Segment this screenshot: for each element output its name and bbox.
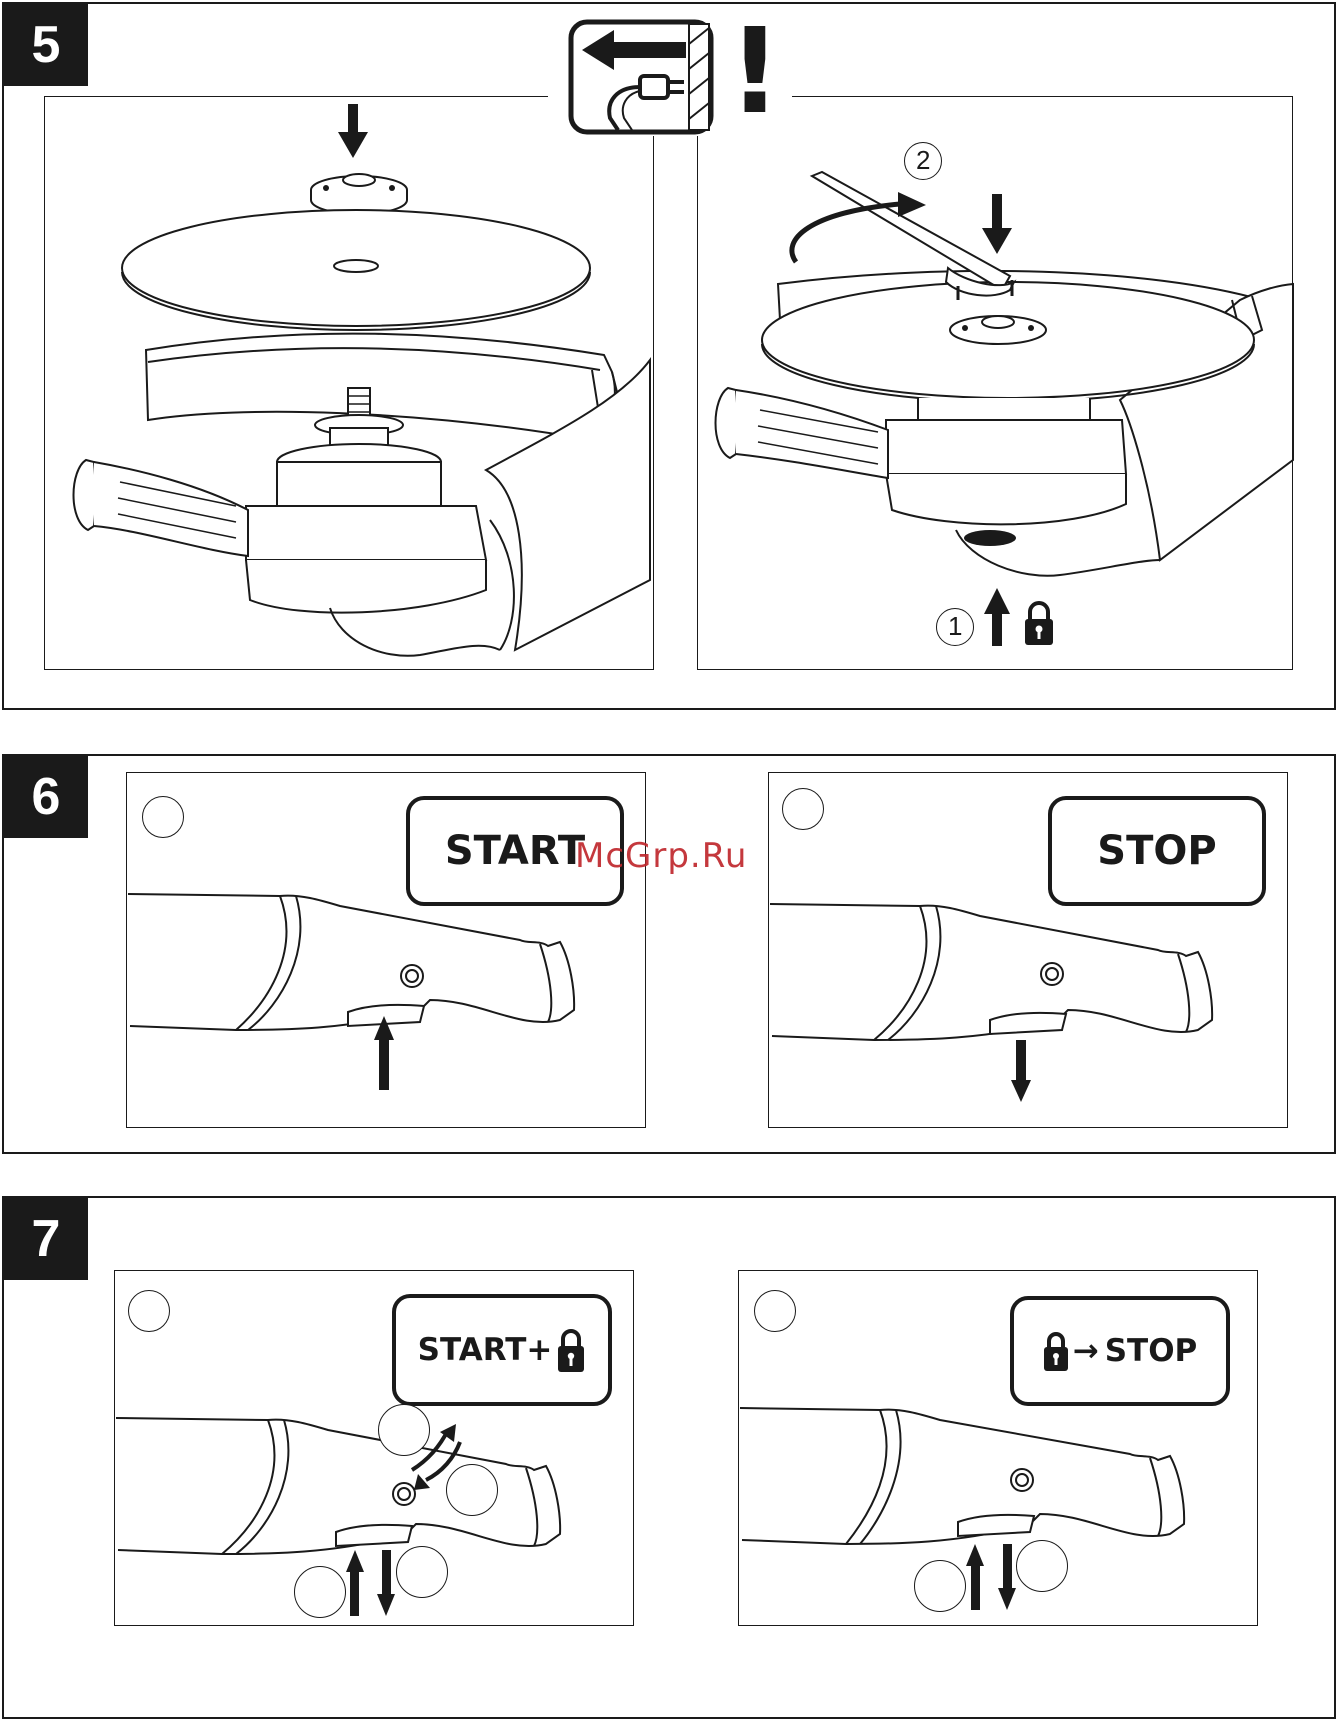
step-circle-7a-push (446, 1464, 498, 1516)
step-circle-7a-up (294, 1566, 346, 1618)
step-circle-7a-lock (378, 1404, 430, 1456)
step-circle-7b-up (914, 1560, 966, 1612)
step-circle-7a-down (396, 1546, 448, 1598)
step-circle-7b-down (1016, 1540, 1068, 1592)
